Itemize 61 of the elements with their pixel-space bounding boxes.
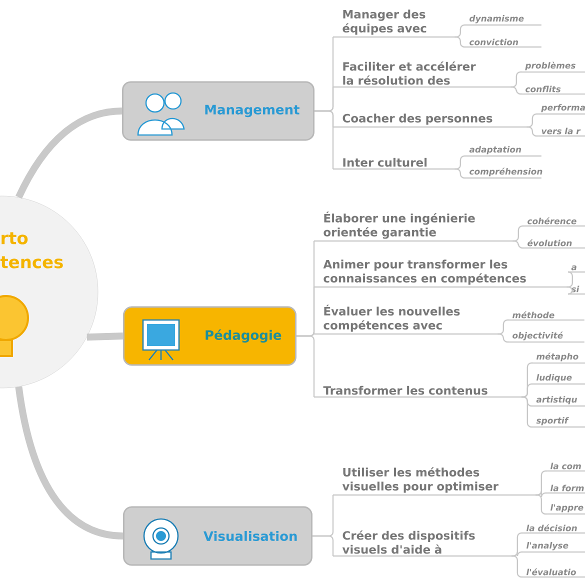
keyword-label: ludique [533,374,585,385]
keyword-label: objectivité [509,332,584,343]
keyword-label: conflits [522,86,585,95]
keyword-label: cohérence [524,217,585,227]
branch-line [497,319,509,335]
subtopic-label: Créer des dispositifs visuels d'aide à [333,530,512,557]
keyword-label: a [568,265,585,273]
keyword-label: dynamisme [466,15,542,26]
branch-line [510,86,522,95]
branch-line [15,386,124,540]
branch-line [512,240,524,249]
branch-line [16,108,122,199]
branch-line [296,335,315,397]
keyword-label: la com [547,462,585,472]
keyword-label: adaptation [466,146,542,157]
branch-line [454,168,466,179]
branch-line [535,494,548,515]
branch-line [511,551,524,557]
keyword-label: conviction [466,38,542,48]
subtopic-label: Faciliter et accélérer la résolution des [333,61,510,88]
branch-line [566,286,573,295]
branch-line [526,126,538,137]
branch-line [521,396,533,428]
keyword-label: métapho [533,352,585,364]
branch-line [314,110,334,169]
subtopic-label: Transformer les contenus [314,386,522,398]
topic-box: Visualisation [123,506,312,566]
subtopic-label: Animer pour transformer les connaissances en compétences [314,260,566,288]
keyword-label: la décision [523,524,585,534]
subtopic-label: Inter culturel [333,158,454,170]
branch-line [510,71,522,88]
branch-line [512,225,524,242]
keyword-label: artistiqu [533,396,585,407]
subtopic-label: Manager des équipes avec [333,10,454,38]
keyword-label: performa [538,104,585,115]
keyword-label: compréhension [466,168,542,179]
keyword-label: l'évaluatio [523,568,585,578]
keyword-label: sportif [533,417,585,428]
branch-line [454,36,466,48]
keyword-label: l'analyse [523,542,585,553]
branch-line [497,333,509,343]
subtopic-label: Évaluer les nouvelles compétences avec [314,304,498,335]
branch-line [526,113,538,128]
keyword-label: évolution [524,239,585,249]
branch-line [454,155,466,170]
keyword-label: problèmes [522,62,585,73]
keyword-label: vers la r [538,128,585,137]
subtopic-label: Utiliser les méthodes visuelles pour optimiser [333,467,536,496]
keyword-label: l'appre [547,504,585,515]
topic-box: Management [122,81,314,141]
branch-line [511,555,524,578]
branch-line [86,332,124,341]
branch-line [566,271,573,288]
branch-line [535,490,548,498]
subtopic-label: Élaborer une ingénierie orientée garantie [314,212,512,242]
keyword-label: la form [547,484,585,494]
branch-line [454,24,466,38]
subtopic-label: Coacher des personnes [333,114,526,128]
branch-line [312,535,334,556]
keyword-label: méthode [509,311,584,321]
branch-line [521,383,533,398]
